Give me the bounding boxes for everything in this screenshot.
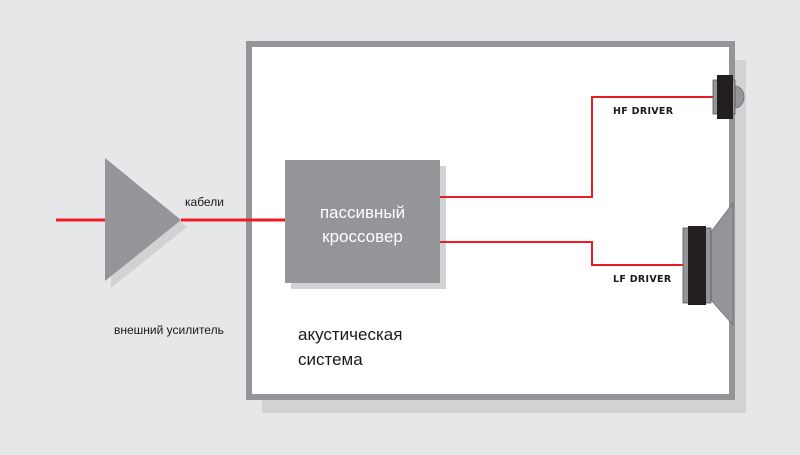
crossover-box xyxy=(285,160,440,283)
lf-driver-icon xyxy=(682,201,734,327)
lf-signal-line xyxy=(440,241,684,266)
enclosure-label-line2: система xyxy=(298,350,363,369)
hf-signal-line xyxy=(440,96,714,198)
cable-label: кабели xyxy=(185,195,224,209)
crossover-label-line1: пассивный xyxy=(319,203,406,222)
enclosure-label: акустическая система xyxy=(298,322,402,372)
hf-driver-label: HF DRIVER xyxy=(613,106,674,117)
lf-driver-label: LF DRIVER xyxy=(613,274,672,285)
crossover-label-line2: кроссовер xyxy=(322,227,403,246)
amplifier-triangle-icon xyxy=(105,158,181,281)
enclosure-label-line1: акустическая xyxy=(298,325,403,344)
crossover-label: пассивный кроссовер xyxy=(285,201,440,249)
hf-driver-icon xyxy=(712,75,745,119)
amplifier-label: внешний усилитель xyxy=(114,323,224,337)
